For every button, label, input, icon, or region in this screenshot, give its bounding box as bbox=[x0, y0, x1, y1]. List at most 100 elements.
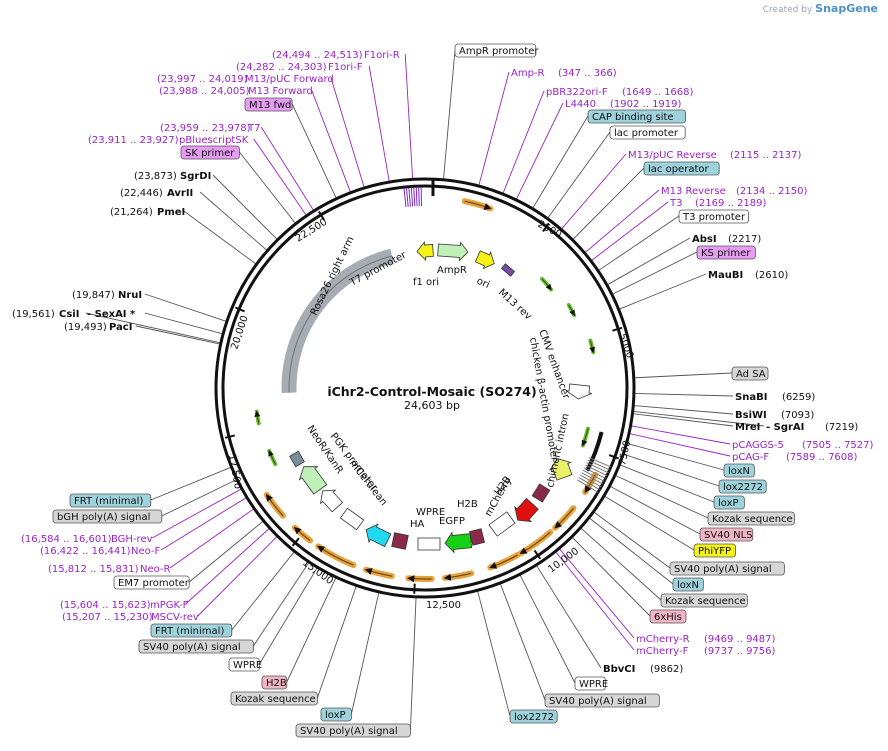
map-label-5: M13/pUC Forward bbox=[245, 74, 334, 85]
tick-label-10000: 10,000 bbox=[546, 546, 581, 575]
map-label-78-text: SV40 poly(A) signal bbox=[549, 696, 647, 707]
map-label-96-text: H2B bbox=[266, 678, 287, 689]
tick-label-17500: 17,500 bbox=[226, 454, 243, 490]
map-label-7-leader bbox=[312, 90, 351, 193]
map-label-69-leader bbox=[580, 528, 661, 600]
origin-hatch-6 bbox=[419, 187, 420, 206]
major-tick-1 bbox=[612, 328, 622, 331]
map-label-66: PhiYFP bbox=[694, 544, 736, 557]
map-label-67-text: SV40 poly(A) signal bbox=[674, 564, 772, 575]
major-tick-4 bbox=[414, 584, 415, 594]
orange-feature-arrow-9 bbox=[295, 528, 310, 541]
map-label-79-text: lox2272 bbox=[514, 712, 554, 723]
map-label-17-leader bbox=[200, 192, 267, 251]
map-label-75: BbvCI bbox=[603, 664, 635, 675]
map-label-74: (9737 .. 9756) bbox=[704, 646, 776, 657]
orange-feature-arrow-4 bbox=[490, 555, 517, 567]
f1-ori-arrow bbox=[416, 241, 433, 260]
frt-block-shape bbox=[290, 451, 305, 466]
feature-label-h2b-2: H2B bbox=[457, 499, 478, 510]
map-label-73: mCherry-F bbox=[636, 646, 689, 657]
map-label-63-text: loxP bbox=[718, 498, 739, 509]
map-label-2: (24,282 .. 24,303) bbox=[236, 62, 327, 73]
map-label-56: (7219) bbox=[825, 422, 858, 433]
map-label-80-leader bbox=[151, 467, 232, 500]
map-label-72: (9469 .. 9487) bbox=[704, 634, 776, 645]
map-label-62: lox2272 bbox=[719, 480, 766, 493]
map-label-32: L4440 bbox=[565, 99, 596, 110]
map-label-62-text: lox2272 bbox=[723, 482, 763, 493]
map-label-11: (23,911 .. 23,927) bbox=[88, 135, 179, 146]
map-label-62-leader bbox=[623, 454, 719, 486]
map-label-9: (23,959 .. 23,978) bbox=[160, 123, 251, 134]
map-label-58: (7505 .. 7527) bbox=[802, 440, 874, 451]
map-label-95-leader bbox=[259, 567, 317, 664]
map-label-27-leader bbox=[443, 50, 455, 180]
map-label-39: M13 Reverse bbox=[661, 186, 726, 197]
feature-label-f1-ori: f1 ori bbox=[413, 277, 439, 288]
map-label-18: (21,264) bbox=[110, 207, 153, 218]
map-label-86: (15,812 .. 15,831) bbox=[48, 564, 139, 575]
map-label-14: (23,873) bbox=[134, 171, 177, 182]
map-label-61: loxN bbox=[724, 464, 754, 477]
map-label-77-leader bbox=[520, 574, 575, 683]
map-label-78: SV40 poly(A) signal bbox=[545, 694, 659, 707]
map-label-63: loxP bbox=[714, 496, 744, 509]
feature-label-ha: HA bbox=[410, 519, 425, 530]
map-label-57-leader bbox=[631, 426, 730, 444]
pgk-block bbox=[340, 508, 363, 529]
map-label-70-text: 6xHis bbox=[654, 612, 682, 623]
map-label-69-text: Kozak sequence bbox=[665, 596, 746, 607]
map-label-45: (2217) bbox=[728, 234, 761, 245]
snapgene-logo-text: SnapGene bbox=[815, 2, 878, 15]
map-label-93: FRT (minimal) bbox=[151, 624, 232, 637]
map-label-97-leader bbox=[317, 585, 356, 698]
map-label-54: MreI bbox=[735, 422, 760, 433]
ori-arrow-shape bbox=[474, 248, 498, 272]
map-label-6: (23,988 .. 24,005) bbox=[159, 86, 250, 97]
tick-label-5000: 5000 bbox=[616, 332, 635, 360]
map-label-35-text: lac promoter bbox=[614, 128, 679, 139]
map-label-46: KS primer bbox=[697, 246, 755, 259]
map-label-34: CAP binding site bbox=[588, 110, 686, 123]
map-label-7: M13 Forward bbox=[248, 86, 313, 97]
map-label-19: PmeI bbox=[157, 207, 185, 218]
mcerulean-arrow bbox=[362, 521, 392, 549]
plasmid-length: 24,603 bp bbox=[404, 399, 460, 412]
map-label-26-leader bbox=[136, 326, 221, 344]
map-label-5-leader bbox=[331, 78, 364, 188]
map-label-48: (2610) bbox=[755, 270, 788, 281]
map-label-36: M13/pUC Reverse bbox=[628, 150, 717, 161]
map-label-8-leader bbox=[292, 104, 336, 199]
map-label-8-text: M13 fwd bbox=[249, 100, 291, 111]
map-label-32-leader bbox=[516, 103, 563, 200]
map-label-53: (7093) bbox=[781, 410, 814, 421]
map-label-65-text: SV40 NLS bbox=[704, 530, 753, 541]
map-label-19-leader bbox=[184, 211, 257, 264]
map-label-22: (19,561) bbox=[12, 309, 55, 320]
map-label-38: lac operator bbox=[644, 162, 719, 175]
map-label-1-leader bbox=[405, 54, 412, 179]
h2b-block-2 bbox=[469, 529, 484, 545]
mcerulean-arrow-shape bbox=[362, 521, 392, 549]
map-label-95-text: WPRE bbox=[233, 660, 262, 671]
map-label-94: SV40 poly(A) signal bbox=[139, 640, 253, 653]
map-label-21-leader bbox=[145, 294, 227, 322]
map-label-4: (23,997 .. 24,019) bbox=[157, 74, 248, 85]
map-label-99-text: SV40 poly(A) signal bbox=[300, 726, 398, 737]
map-label-49: Ad SA bbox=[732, 367, 768, 380]
origin-hatch-5 bbox=[416, 187, 417, 206]
map-label-83-leader bbox=[152, 489, 242, 538]
map-label-60: (7589 .. 7608) bbox=[786, 452, 858, 463]
ha-block bbox=[392, 533, 409, 550]
map-label-90-leader bbox=[186, 528, 270, 604]
map-label-66-text: PhiYFP bbox=[698, 546, 731, 557]
map-label-87: Neo-R bbox=[140, 564, 171, 575]
map-label-85: Neo-F bbox=[131, 546, 161, 557]
map-label-12: pBluescriptSK bbox=[179, 135, 249, 146]
map-label-77-text: WPRE bbox=[579, 679, 608, 690]
map-label-65: SV40 NLS bbox=[700, 528, 753, 541]
map-label-34-text: CAP binding site bbox=[592, 112, 674, 123]
map-label-44: AbsI bbox=[692, 234, 717, 245]
